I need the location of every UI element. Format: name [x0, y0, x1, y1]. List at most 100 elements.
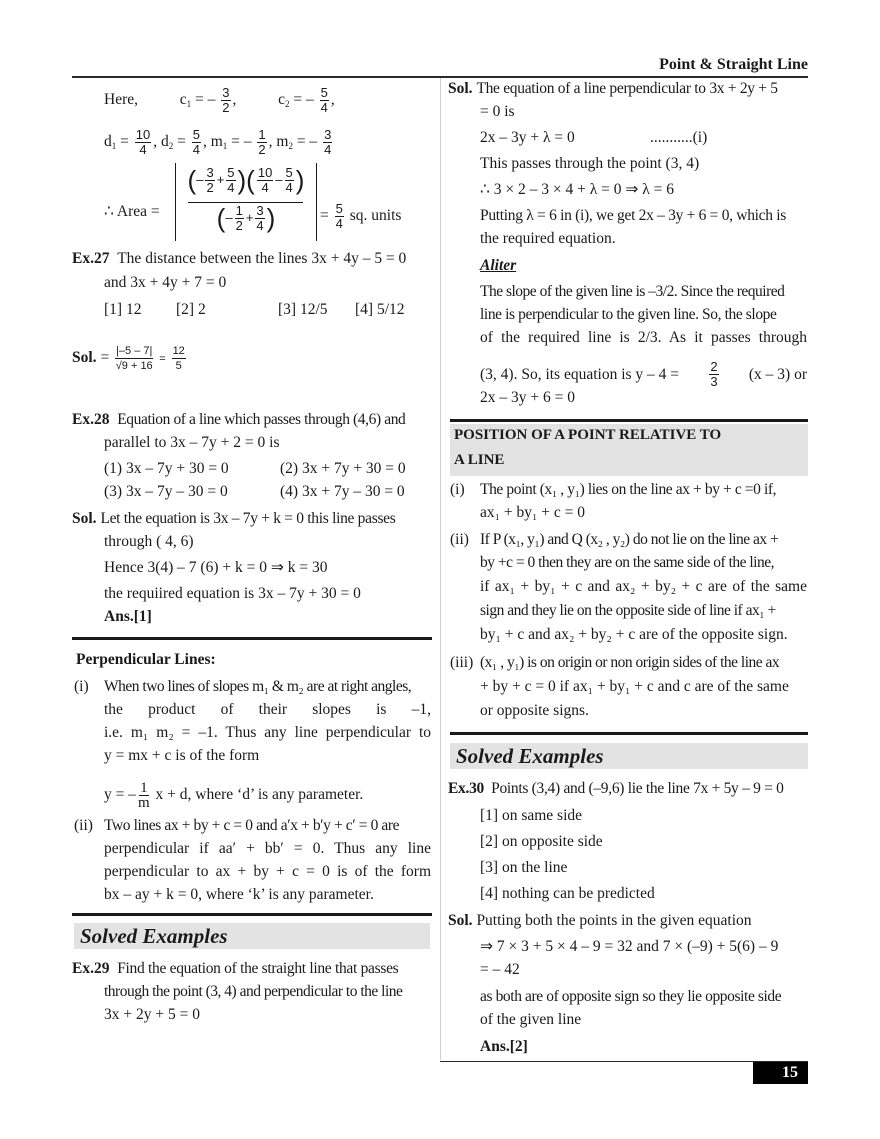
ex30-sol-line5: of the given line [480, 1011, 582, 1028]
section-rule [72, 637, 432, 640]
ex30-solution: Sol. Putting both the points in the give… [448, 912, 752, 929]
header-rule [72, 76, 808, 78]
page-number: 15 [753, 1062, 808, 1084]
perp-ii-marker: (ii) [74, 817, 93, 834]
area-label: ∴ Area = [104, 203, 160, 220]
ex30-option-3: [3] on the line [480, 859, 568, 876]
position-i-marker: (i) [450, 481, 465, 498]
aliter-line2: line is perpendicular to the given line.… [480, 306, 777, 323]
ex29-solution: Sol. The equation of a line perpendicula… [448, 80, 778, 97]
perp-ii-line3: perpendicular to ax + by + c = 0 is of t… [104, 863, 431, 880]
ex27-option-2: [2] 2 [176, 301, 206, 318]
position-ii-marker: (ii) [450, 531, 469, 548]
ex28-sol-line4: the requiired equation is 3x – 7y + 30 =… [104, 585, 361, 602]
aliter-line3: of the required line is 2/3. As it passe… [480, 329, 807, 346]
here-label: Here, [104, 91, 138, 109]
aliter-line5: 2x – 3y + 6 = 0 [480, 389, 575, 406]
ex30-sol-line2: ⇒ 7 × 3 + 5 × 4 – 9 = 32 and 7 × (–9) + … [480, 938, 779, 955]
ex28-sol-line2: through ( 4, 6) [104, 533, 194, 550]
position-ii-line5: by₁ + c and ax₂ + by₂ + c are of the opp… [480, 626, 788, 643]
section-rule [450, 732, 808, 735]
ex30-question: Ex.30 Points (3,4) and (–9,6) lie the li… [448, 780, 784, 797]
column-divider [440, 78, 441, 1060]
ex27-question-cont: and 3x + 4y + 7 = 0 [104, 274, 227, 291]
ex28-solution: Sol. Let the equation is 3x – 7y + k = 0… [72, 510, 396, 527]
position-ii-line3: if ax₁ + by₁ + c and ax₂ + by₂ + c are o… [480, 578, 807, 595]
ex29-sol-equation-tag: ...........(i) [650, 129, 708, 146]
c2-term: c2 = – [278, 91, 314, 110]
ex30-answer: Ans.[2] [480, 1038, 528, 1055]
perp-ii-line4: bx – ay + k = 0, where ‘k’ is any parame… [104, 886, 374, 903]
perp-ii-line2: perpendicular if aa′ + bb′ = 0. Thus any… [104, 840, 431, 857]
ex29-sol-line6: Putting λ = 6 in (i), we get 2x – 3y + 6… [480, 207, 786, 224]
ex27-sol-fraction: |–5 – 7|√9 + 16 [115, 345, 154, 372]
section-rule [72, 913, 432, 916]
position-iii-line1: (x₁ , y₁) is on origin or non origin sid… [480, 654, 780, 671]
ex29-sol-line4: This passes through the point (3, 4) [480, 155, 700, 172]
ex30-sol-line3: = – 42 [480, 961, 520, 978]
position-ii-line2: by +c = 0 then they are on the same side… [480, 554, 775, 571]
solved-examples-heading-right: Solved Examples [450, 743, 808, 769]
ex28-option-1: (1) 3x – 7y + 30 = 0 [104, 460, 229, 477]
ex28-sol-line3: Hence 3(4) – 7 (6) + k = 0 ⇒ k = 30 [104, 559, 328, 576]
position-ii-line1: If P (x₁, y₁) and Q (x₂ , y₂) do not lie… [480, 531, 779, 548]
position-iii-line2: + by + c = 0 if ax₁ + by₁ + c and c are … [480, 678, 789, 695]
position-ii-line4: sign and they lie on the opposite side o… [480, 602, 776, 619]
ex28-question-cont: parallel to 3x – 7y + 2 = 0 is [104, 434, 280, 451]
ex28-option-2: (2) 3x + 7y + 30 = 0 [280, 460, 406, 477]
c1-term: c1 = – [179, 91, 216, 110]
ex29-sol-line3: 2x – 3y + λ = 0 [480, 129, 575, 146]
ex27-option-4: [4] 5/12 [355, 301, 405, 318]
ex28-answer: Ans.[1] [104, 608, 152, 625]
area-fraction-bar [188, 202, 303, 203]
position-i-line2: ax₁ + by₁ + c = 0 [480, 504, 586, 521]
ex29-line2: through the point (3, 4) and perpendicul… [104, 983, 403, 1000]
perp-i-marker: (i) [74, 678, 89, 695]
perp-i-line2: the product of their slopes is –1, [104, 701, 431, 718]
position-heading-line1: POSITION OF A POINT RELATIVE TO [454, 427, 722, 443]
ex30-option-1: [1] on same side [480, 807, 583, 824]
ex29-line3: 3x + 2y + 5 = 0 [104, 1006, 200, 1023]
perp-i-line1: When two lines of slopes m₁ & m₂ are at … [104, 678, 412, 695]
perp-i-line3: i.e. m₁ m₂ = –1. Thus any line perpendic… [104, 724, 431, 741]
aliter-heading: Aliter [480, 257, 517, 274]
ex29-sol-line7: the required equation. [480, 230, 616, 247]
perp-ii-line1: Two lines ax + by + c = 0 and a′x + b′y … [104, 817, 400, 834]
ex29-sol-line5: ∴ 3 × 2 – 3 × 4 + λ = 0 ⇒ λ = 6 [480, 181, 674, 198]
ex28-option-4: (4) 3x + 7y – 30 = 0 [280, 483, 405, 500]
ex29-sol-line2: = 0 is [480, 103, 515, 120]
section-rule [450, 419, 808, 422]
perpendicular-heading: Perpendicular Lines: [76, 651, 216, 668]
ex27-question: Ex.27 The distance between the lines 3x … [72, 250, 407, 267]
solved-examples-heading: Solved Examples [74, 923, 430, 949]
ex30-option-4: [4] nothing can be predicted [480, 885, 655, 902]
running-header-title: Point & Straight Line [659, 56, 808, 73]
ex27-option-1: [1] 12 [104, 301, 142, 318]
ex29-question: Ex.29 Find the equation of the straight … [72, 960, 399, 977]
position-heading-line2: A LINE [454, 452, 505, 468]
position-iii-marker: (iii) [450, 654, 474, 671]
ex30-sol-line4: as both are of opposite sign so they lie… [480, 988, 782, 1005]
ex28-option-3: (3) 3x – 7y – 30 = 0 [104, 483, 228, 500]
perp-i-line4: y = mx + c is of the form [104, 747, 260, 764]
ex28-question: Ex.28 Equation of a line which passes th… [72, 411, 406, 428]
position-heading-band: POSITION OF A POINT RELATIVE TO A LINE [450, 424, 808, 476]
aliter-line1: The slope of the given line is –3/2. Sin… [480, 283, 785, 300]
position-iii-line3: or opposite signs. [480, 702, 589, 719]
